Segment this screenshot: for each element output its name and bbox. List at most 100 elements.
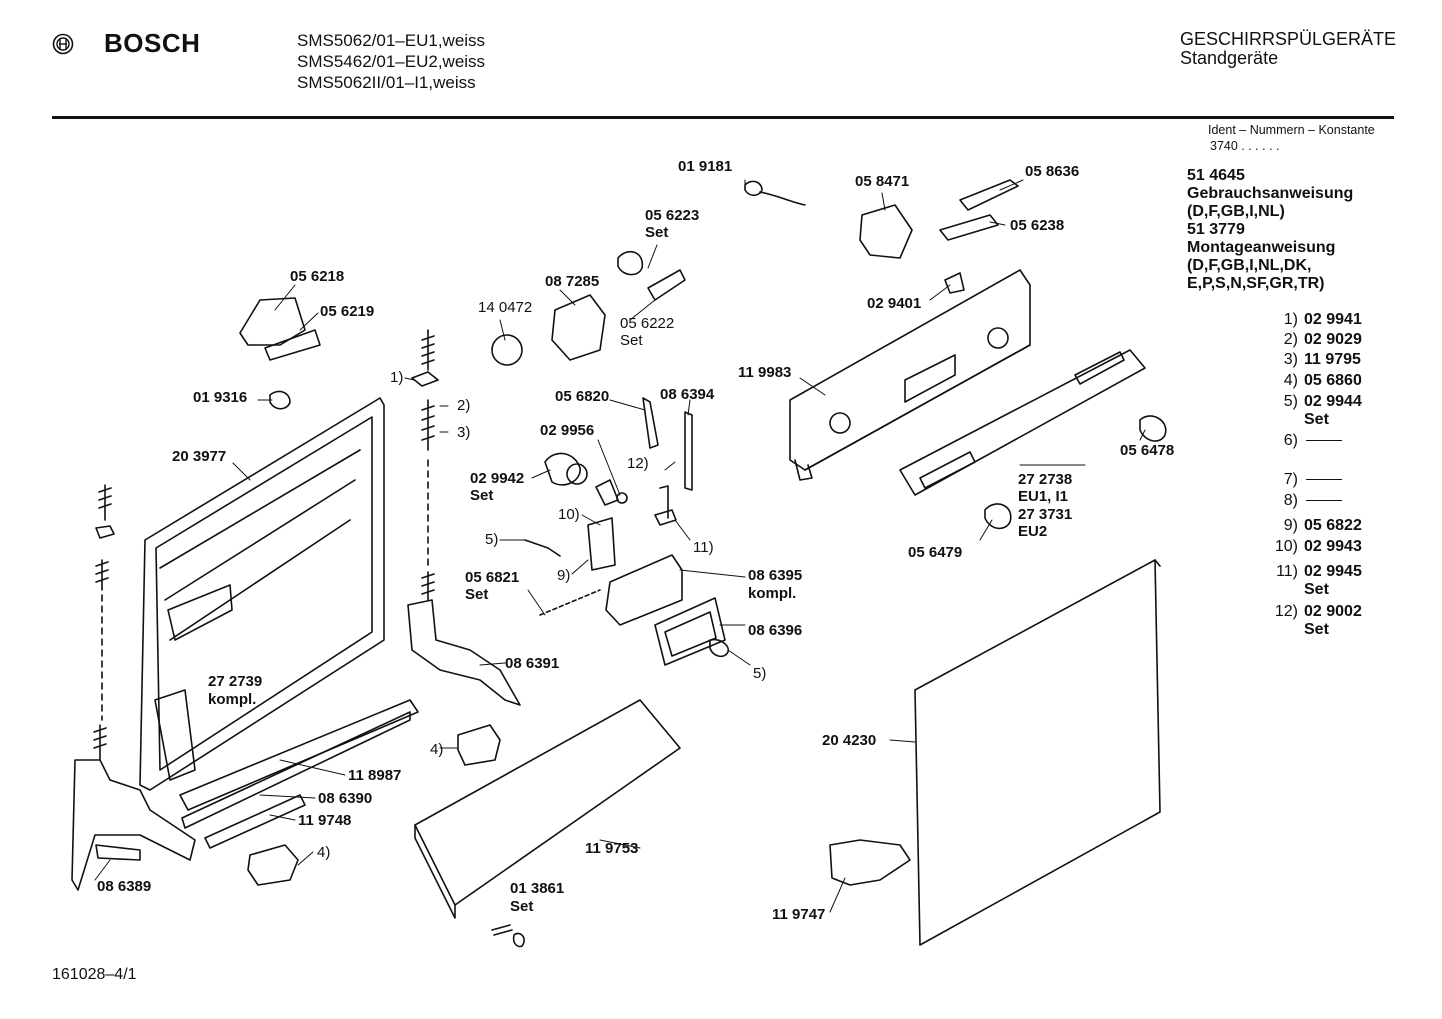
legend-note: Set (1304, 621, 1329, 638)
doc-line: Montageanweisung (1187, 239, 1336, 256)
legend-number: 1) (1283, 311, 1298, 328)
ident-block: Ident – Nummern – Konstante 3740 . . . .… (1208, 122, 1375, 154)
model-line: SMS5462/01–EU2,weiss (297, 52, 486, 71)
callout-056821-set: Set (465, 586, 489, 603)
legend-part: 02 9941 (1304, 311, 1362, 328)
drawing-code: 161028–4/1 (52, 966, 137, 983)
legend-row: 7) (1252, 471, 1342, 489)
legend-dash (1306, 479, 1342, 481)
inner-door-frame (139, 397, 385, 791)
callout-086395: 08 6395 (748, 567, 803, 584)
callout-056821: 05 6821 (465, 569, 520, 586)
callout-272739: 27 2739 (208, 673, 263, 690)
callout-273731: 27 3731 (1018, 506, 1073, 523)
callout-029942: 02 9942 (470, 470, 525, 487)
doc-part: 51 4645 (1187, 167, 1245, 184)
callout-273731-sub: EU2 (1018, 523, 1048, 540)
ref-marker-5: 5) (485, 531, 499, 548)
callout-029401: 02 9401 (867, 295, 922, 312)
legend-number: 5) (1283, 393, 1298, 410)
callout-056223: 05 6223 (645, 207, 700, 224)
callout-140472: 14 0472 (478, 299, 533, 316)
callout-056479: 05 6479 (908, 544, 963, 561)
legend-number: 3) (1283, 351, 1298, 368)
hinge-assembly (71, 759, 196, 891)
callout-119747: 11 9747 (772, 906, 826, 923)
ident-label: Ident – Nummern – Konstante (1208, 123, 1375, 137)
legend-part: 02 9945 (1304, 563, 1362, 580)
legend-dash (1306, 500, 1342, 502)
callout-086390: 08 6390 (318, 790, 373, 807)
ref-marker-12: 12) (627, 455, 649, 472)
legend-row: 9)05 6822 (1252, 517, 1362, 535)
callout-056222: 05 6222 (620, 315, 675, 332)
screw-cap (512, 932, 525, 948)
callout-119983: 11 9983 (738, 364, 792, 381)
legend-number: 12) (1274, 603, 1298, 620)
legend-note: Set (1304, 581, 1329, 598)
leader-lines (94, 179, 1146, 913)
brand-name: BOSCH (104, 28, 201, 58)
callout-056238: 05 6238 (1010, 217, 1065, 234)
callout-204230: 20 4230 (822, 732, 877, 749)
documents-list: 51 4645 Gebrauchsanweisung (D,F,GB,I,NL)… (1187, 167, 1353, 293)
legend-row: 5) 02 9944 (1252, 393, 1362, 411)
legend-part: 02 9029 (1304, 331, 1362, 348)
callout-056222-set: Set (620, 332, 643, 349)
doc-line: (D,F,GB,I,NL,DK, (1187, 257, 1312, 274)
knob (1139, 415, 1167, 442)
callout-118987: 11 8987 (348, 767, 402, 784)
callout-019181: 01 9181 (678, 158, 733, 175)
ref-marker-9: 9) (557, 567, 571, 584)
callout-056820: 05 6820 (555, 388, 610, 405)
legend-part: 02 9944 (1304, 393, 1362, 410)
ref-marker-1: 1) (390, 369, 404, 386)
model-line: SMS5062II/01–I1,weiss (297, 73, 476, 92)
legend-part: 05 6860 (1304, 372, 1362, 389)
legend-row: 8) (1252, 492, 1342, 510)
callout-013861: 01 3861 (510, 880, 565, 897)
ref-marker-2: 2) (457, 397, 471, 414)
ident-value: 3740 . . . . . . (1210, 139, 1280, 153)
callout-272738-sub: EU1, I1 (1018, 488, 1069, 505)
legend-number: 10) (1274, 538, 1298, 555)
callout-058471: 05 8471 (855, 173, 910, 190)
callout-086389: 08 6389 (97, 878, 152, 895)
upper-small-parts (744, 179, 1019, 294)
plinth-panel (414, 699, 681, 919)
model-list: SMS5062/01–EU1,weiss SMS5462/01–EU2,weis… (297, 30, 485, 93)
callout-272739-sub: kompl. (208, 691, 257, 708)
legend-number: 11) (1276, 563, 1298, 580)
ref-marker-11: 11) (693, 539, 714, 556)
legend-number: 7) (1283, 471, 1298, 488)
callout-056219: 05 6219 (320, 303, 375, 320)
legend-number: 4) (1283, 372, 1298, 389)
ref-marker-4: 4) (317, 844, 331, 861)
legend-number: 6) (1283, 432, 1298, 449)
latch-assembly (524, 397, 730, 666)
foot-block (247, 844, 299, 886)
callout-086395-sub: kompl. (748, 585, 797, 602)
bosch-armature-icon (52, 33, 74, 54)
legend-part: 02 9943 (1304, 538, 1362, 555)
legend-note: Set (1304, 411, 1329, 428)
legend-row: 4) 05 6860 (1252, 372, 1362, 390)
legend-row: 2)02 9029 (1252, 331, 1362, 349)
doc-line: (D,F,GB,I,NL) (1187, 203, 1285, 220)
callout-029942-set: Set (470, 487, 494, 504)
fascia-strip (899, 349, 1146, 496)
ref-marker-10: 10) (558, 506, 580, 523)
legend-row: 3)11 9795 (1252, 351, 1361, 369)
hinge-right (829, 839, 911, 886)
callout-119753: 11 9753 (585, 840, 639, 857)
doc-part: 51 3779 (1187, 221, 1245, 238)
callout-056478: 05 6478 (1120, 442, 1175, 459)
callout-058636: 05 8636 (1025, 163, 1080, 180)
doc-line: E,P,S,N,SF,GR,TR) (1187, 275, 1325, 292)
callout-086394: 08 6394 (660, 386, 715, 403)
switch-module (239, 250, 686, 410)
callout-087285: 08 7285 (545, 273, 600, 290)
legend-number: 8) (1283, 492, 1298, 509)
doc-line: Gebrauchsanweisung (1187, 185, 1354, 202)
